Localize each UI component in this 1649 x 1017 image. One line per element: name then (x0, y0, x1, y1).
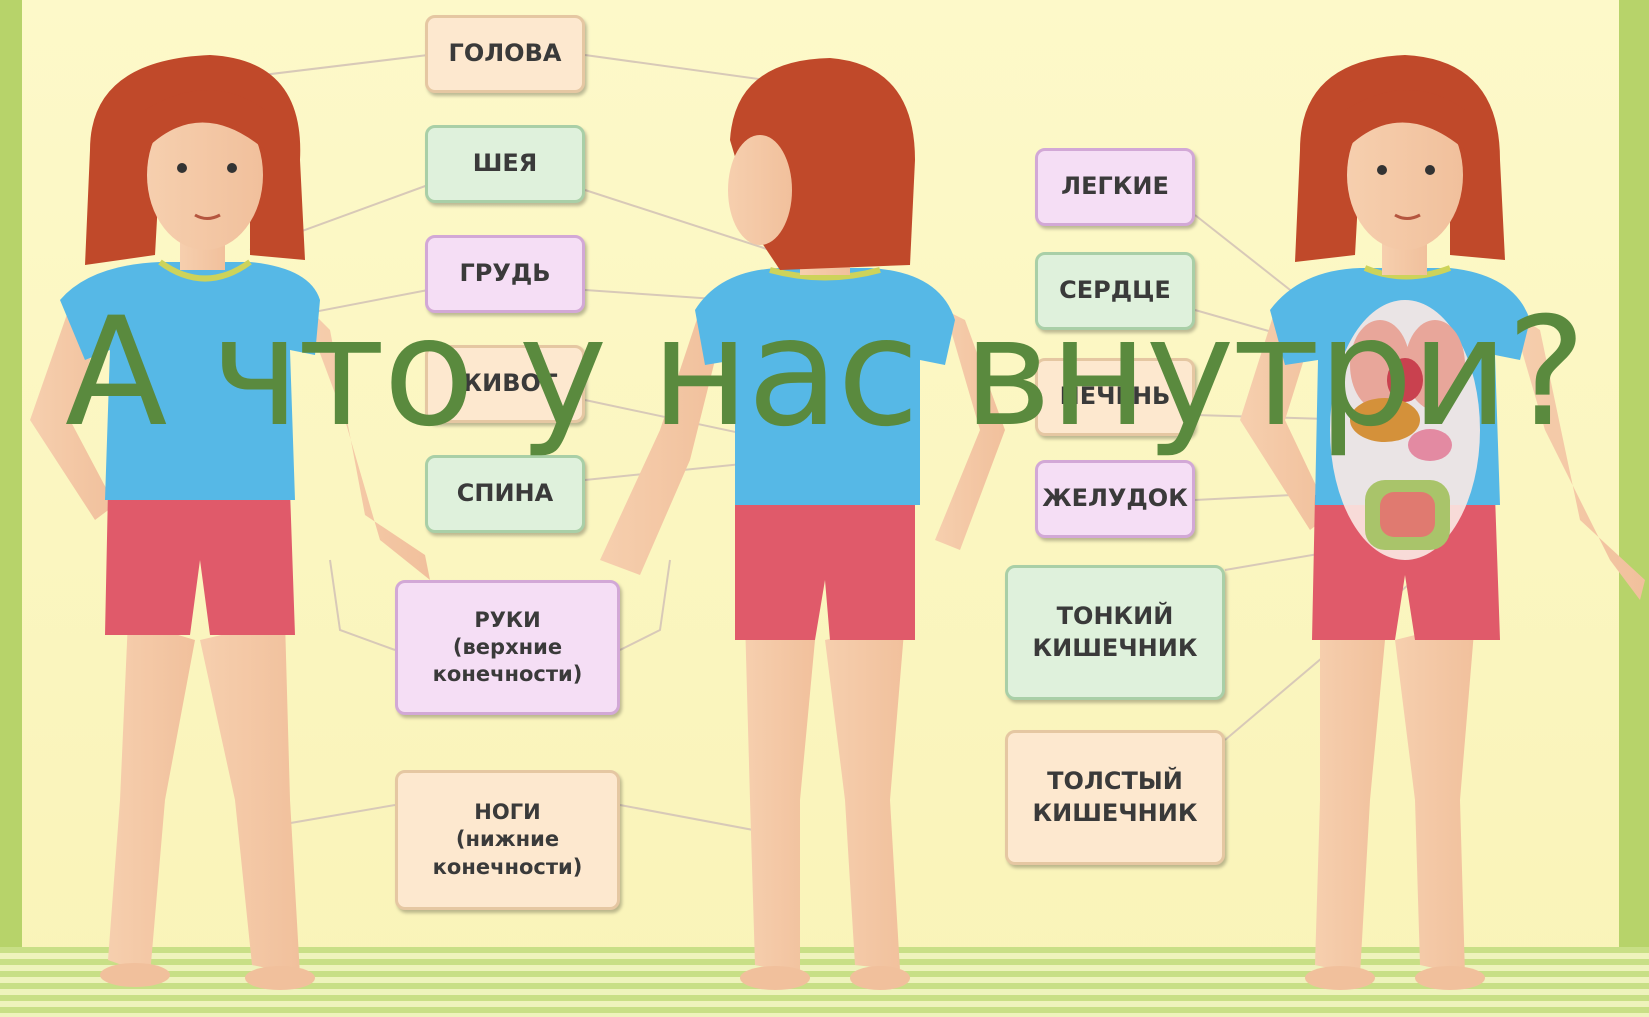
label-neck: ШЕЯ (425, 125, 585, 203)
label-head: ГОЛОВА (425, 15, 585, 93)
girl-back (600, 58, 1005, 990)
slide-title: А что у нас внутри? (0, 298, 1649, 448)
label-back: СПИНА (425, 455, 585, 533)
label-lungs: ЛЕГКИЕ (1035, 148, 1195, 226)
girl-organs (1240, 55, 1645, 990)
girl-front (30, 55, 430, 990)
label-stomach: ЖЕЛУДОК (1035, 460, 1195, 538)
